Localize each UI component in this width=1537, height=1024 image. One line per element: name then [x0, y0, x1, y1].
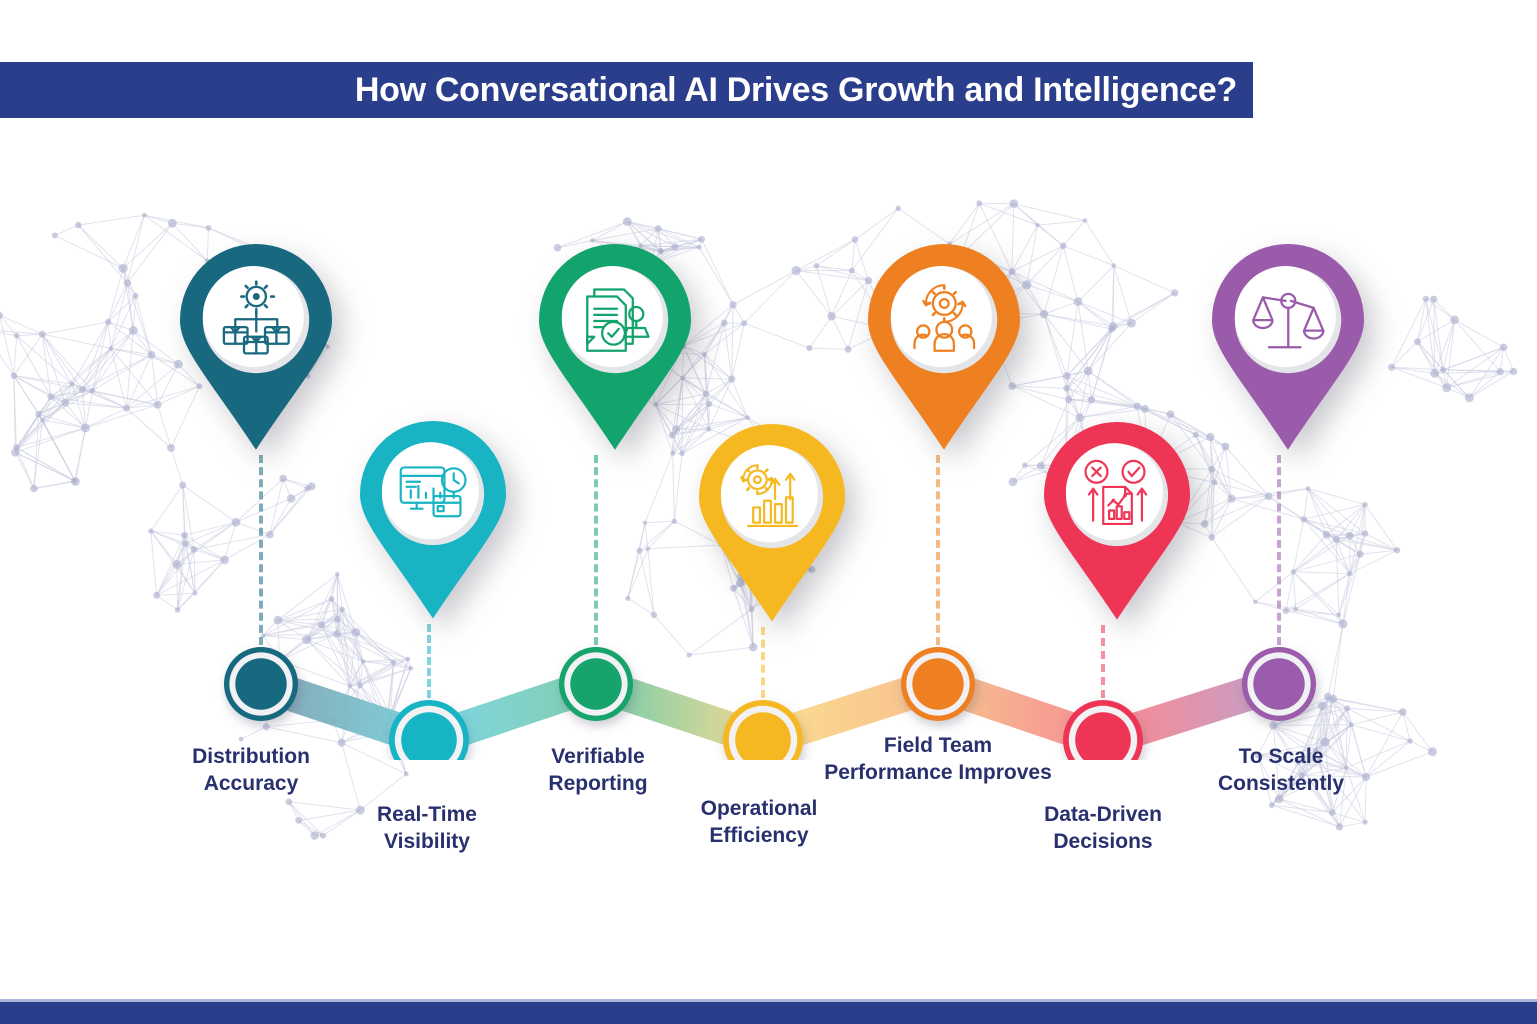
milestone-label-line1-5: Field Team: [883, 734, 993, 757]
milestone-label-line2-7: Consistently: [1217, 771, 1345, 795]
timeline-node-4: [723, 700, 803, 760]
footer-rule: [0, 999, 1537, 1002]
milestone-label-line2-1: Accuracy: [203, 771, 299, 795]
pin-shape-1: [180, 244, 332, 450]
footer-bar: [0, 1002, 1537, 1024]
pin-shape-4: [699, 424, 845, 622]
milestone-label-line1-3: Verifiable: [551, 745, 645, 768]
milestone-timeline: [224, 647, 1316, 760]
milestone-label-line1-1: Distribution: [192, 745, 310, 768]
map-pin-5[interactable]: [868, 244, 1020, 451]
pin-tail-1: [259, 454, 263, 645]
timeline-node-7: [1242, 647, 1316, 721]
pin-tail-3: [594, 454, 598, 645]
map-pin-4[interactable]: [699, 424, 845, 623]
timeline-node-5: [901, 647, 975, 721]
pin-tail-5: [936, 454, 940, 645]
pin-tail-6: [1101, 624, 1105, 698]
pin-shape-2: [360, 421, 506, 619]
milestone-label-line2-6: Decisions: [1053, 829, 1153, 853]
timeline-node-6: [1063, 700, 1143, 760]
pin-shape-3: [539, 244, 691, 450]
pin-shape-5: [868, 244, 1020, 450]
pin-tail-4: [761, 626, 765, 698]
pin-shape-6: [1044, 422, 1190, 620]
milestone-label-line1-6: Data-Driven: [1044, 803, 1162, 826]
timeline-node-2: [389, 700, 469, 760]
timeline-nodes: [224, 647, 1316, 760]
page-title: How Conversational AI Drives Growth and …: [354, 71, 1237, 109]
milestone-label-line2-3: Reporting: [548, 771, 648, 795]
milestone-label-line1-7: To Scale: [1238, 745, 1324, 768]
title-bar: How Conversational AI Drives Growth and …: [0, 62, 1253, 118]
milestone-label-line1-4: Operational: [700, 797, 818, 820]
timeline-node-1: [224, 647, 298, 721]
milestone-label-line1-2: Real-Time: [377, 803, 477, 826]
map-pin-3[interactable]: [539, 244, 691, 451]
milestone-label-line2-5: Performance Improves: [824, 760, 1052, 784]
map-pin-2[interactable]: [360, 421, 506, 620]
map-pin-1[interactable]: [180, 244, 332, 451]
map-pin-7[interactable]: [1212, 244, 1364, 451]
pin-tail-2: [427, 623, 431, 698]
timeline-node-3: [559, 647, 633, 721]
pin-tail-7: [1277, 454, 1281, 645]
milestone-label-line2-4: Efficiency: [709, 823, 809, 847]
milestone-label-line2-2: Visibility: [384, 829, 470, 853]
map-pin-6[interactable]: [1044, 422, 1190, 621]
pin-shape-7: [1212, 244, 1364, 450]
